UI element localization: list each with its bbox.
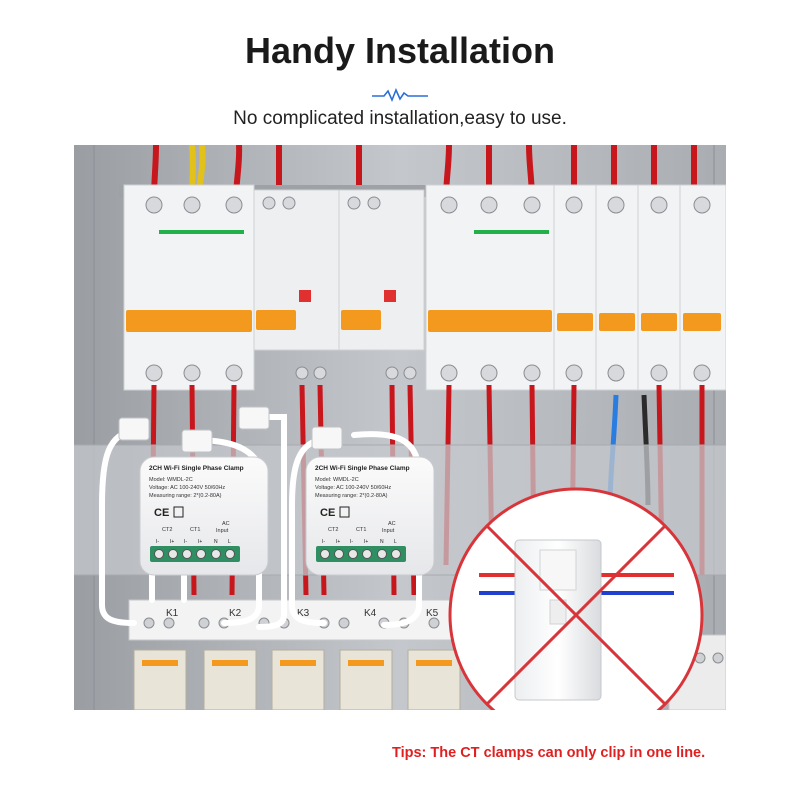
pin-label: I+ [336,539,340,545]
relay-label: K2 [229,608,242,619]
clamp-module-1: 2CH Wi-Fi Single Phase Clamp Model: WMDL… [139,456,269,576]
pin-label: I+ [170,539,174,545]
pin-label: I- [184,539,187,545]
port-ac-label: AC [388,521,396,527]
installation-photo: K1 K2 K3 K4 K5 2CH Wi [74,145,726,710]
pin-label: I- [156,539,159,545]
pin-label: L [394,539,397,545]
ce-mark: CE [320,507,335,519]
port-ct2-label: CT2 [328,527,338,533]
relay-label: K5 [426,608,439,619]
module-name: 2CH Wi-Fi Single Phase Clamp [149,465,244,472]
pin-label: I- [322,539,325,545]
weee-icon [339,506,350,518]
relay-label: K4 [364,608,377,619]
port-ct2-label: CT2 [162,527,172,533]
relay-label: K3 [297,608,310,619]
module-voltage: Voltage: AC 100-240V 50/60Hz [149,485,225,491]
module-model: Model: WMDL-2C [149,477,193,483]
pin-label: N [214,539,218,545]
tips-note: Tips: The CT clamps can only clip in one… [392,745,706,761]
wave-divider-icon [372,88,428,102]
prohibition-circle-icon [448,487,704,710]
module-range: Measuring range: 2*(0.2-80A) [149,493,222,499]
pin-label: N [380,539,384,545]
ce-mark: CE [154,507,169,519]
module-range: Measuring range: 2*(0.2-80A) [315,493,388,499]
cross-line-icon [484,523,668,707]
relay-label: K1 [166,608,179,619]
pin-label: L [228,539,231,545]
clamp-module-2: 2CH Wi-Fi Single Phase Clamp Model: WMDL… [305,456,435,576]
module-model: Model: WMDL-2C [315,477,359,483]
breaker-row [123,184,726,391]
port-input-label: Input [216,528,229,534]
weee-icon [173,506,184,518]
pin-label: I+ [198,539,202,545]
pin-label: I+ [364,539,368,545]
module-voltage: Voltage: AC 100-240V 50/60Hz [315,485,391,491]
port-ct1-label: CT1 [190,527,200,533]
wrong-usage-inset [448,487,704,710]
module-name: 2CH Wi-Fi Single Phase Clamp [315,465,410,472]
port-input-label: Input [382,528,395,534]
port-ac-label: AC [222,521,230,527]
relay-row [133,649,461,710]
page-title: Handy Installation [244,30,556,71]
pin-label: I- [350,539,353,545]
port-ct1-label: CT1 [356,527,366,533]
page-subtitle: No complicated installation,easy to use. [233,108,567,129]
